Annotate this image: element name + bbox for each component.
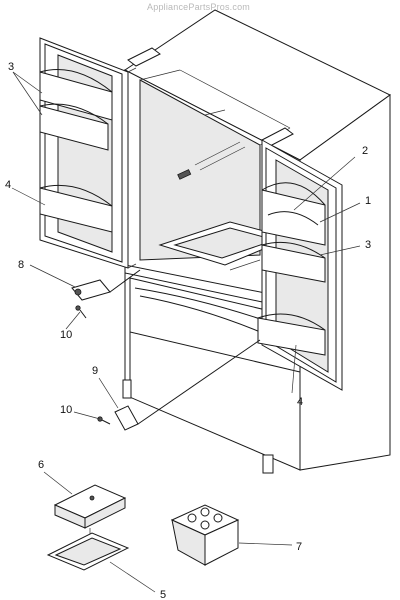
watermark-text: AppliancePartsPros.com bbox=[147, 2, 250, 12]
right-door-bin-lower bbox=[257, 313, 326, 356]
callout-6: 6 bbox=[38, 459, 44, 471]
refrigerator-cabinet bbox=[122, 9, 391, 474]
right-door bbox=[257, 139, 343, 391]
callout-10-lower: 10 bbox=[60, 404, 72, 416]
butter-dish-lid bbox=[53, 484, 127, 529]
right-door-dispenser-cover bbox=[261, 182, 326, 246]
callout-2: 2 bbox=[362, 145, 368, 157]
callout-4-left: 4 bbox=[5, 179, 11, 191]
callout-5: 5 bbox=[160, 589, 166, 600]
hinge-bracket-upper bbox=[71, 269, 141, 301]
callout-1: 1 bbox=[365, 195, 371, 207]
callout-8: 8 bbox=[18, 259, 24, 271]
left-door-bin-bottom bbox=[39, 184, 113, 233]
leader-lines bbox=[11, 71, 361, 593]
butter-dish-base bbox=[46, 532, 130, 571]
hinge-bracket-lower bbox=[114, 339, 261, 431]
egg-tray bbox=[170, 504, 240, 566]
callout-10-upper: 10 bbox=[60, 329, 72, 341]
screw-lower bbox=[97, 416, 111, 425]
callout-3-left: 3 bbox=[8, 61, 14, 73]
callout-3-right: 3 bbox=[365, 239, 371, 251]
left-door-bin-top bbox=[39, 69, 113, 121]
left-door bbox=[39, 37, 137, 269]
callout-7: 7 bbox=[296, 541, 302, 553]
callout-labels: 3 4 2 1 3 4 8 10 9 10 6 5 7 bbox=[5, 61, 371, 600]
right-door-bin-upper bbox=[261, 241, 326, 283]
callout-9: 9 bbox=[92, 365, 98, 377]
left-door-bin-middle bbox=[39, 103, 109, 151]
screw-upper bbox=[75, 305, 87, 319]
callout-4-right: 4 bbox=[297, 396, 303, 408]
